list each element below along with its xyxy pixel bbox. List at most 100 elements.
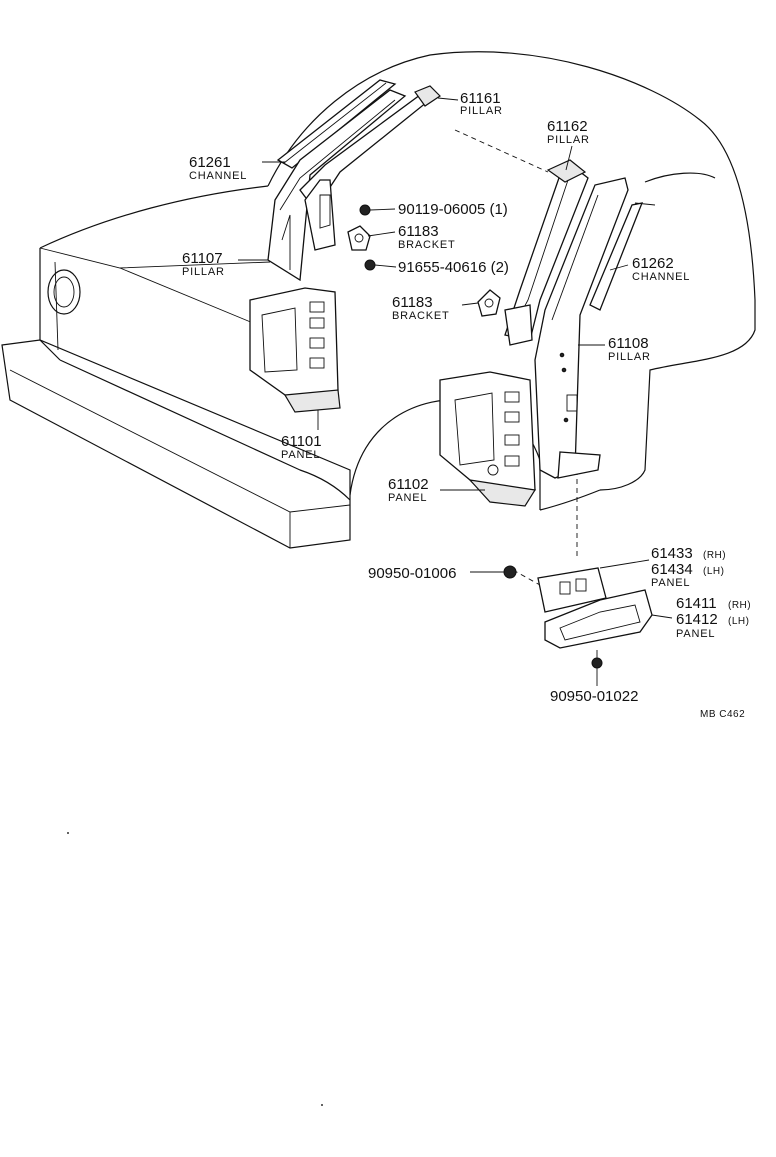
callout-61107-number: 61107 [182, 250, 223, 267]
panel-61102-slot-3 [504, 434, 520, 446]
leader-61411 [651, 614, 673, 619]
nut-90950-01022-icon [591, 657, 603, 669]
headlight-inner [53, 276, 75, 308]
pillar-61161-hole [319, 194, 331, 229]
bracket-hole [354, 233, 364, 243]
callout-90119-number: 90119-06005 (1) [398, 201, 508, 218]
callout-61162-name: PILLAR [547, 134, 590, 146]
pillar-hole-1 [559, 352, 565, 358]
cab-bottom [539, 489, 601, 511]
print-speck [67, 832, 69, 834]
callout-61183b-name: BRACKET [392, 310, 450, 322]
leader-90119 [369, 208, 396, 211]
callout-61101-name: PANEL [281, 449, 320, 461]
callout-61183b-number: 61183 [392, 294, 433, 311]
leader-61183-right [461, 302, 479, 306]
panel-61433-shape [537, 567, 607, 613]
callout-61102-name: PANEL [388, 492, 427, 504]
callout-61261-name: CHANNEL [189, 170, 247, 182]
fender-crease [119, 267, 271, 331]
panel-61101-slot-3 [309, 337, 325, 349]
panel-61411-shape [544, 589, 653, 649]
pillar-hole-2 [561, 367, 567, 373]
panel-61102-hole [487, 464, 499, 476]
callout-61412-number: 61412 [676, 611, 718, 628]
panel-61411-inner [559, 604, 641, 641]
right-pillar-assembly [439, 159, 656, 507]
panel-61101-slot-2 [309, 317, 325, 329]
callout-61262-number: 61262 [632, 255, 674, 272]
fender-line [59, 359, 351, 501]
pillar-61107-line [279, 99, 396, 211]
leader-lines [238, 97, 673, 686]
pillar-61108-foot [557, 451, 601, 479]
bracket-61183-right-icon [477, 289, 501, 317]
callout-61107-name: PILLAR [182, 266, 225, 278]
panel-61102-slot-4 [504, 455, 520, 467]
callout-61183a-name: BRACKET [398, 239, 456, 251]
pillar-61108-shape [534, 177, 629, 479]
rear-window-edge [644, 172, 716, 183]
pillar-61162-top [546, 159, 587, 183]
pillar-61162-foot [504, 304, 533, 346]
panel-61101-slot-4 [309, 357, 325, 369]
callout-61108-number: 61108 [608, 335, 649, 352]
panel-61102-opening [454, 392, 495, 466]
channel-61261-line [283, 82, 387, 164]
panel-61101-base [284, 389, 341, 413]
panel-61101-slot-1 [309, 301, 325, 313]
panel-61433-slot-2 [575, 578, 587, 592]
front-bumper [1, 339, 351, 549]
callout-61261-number: 61261 [189, 154, 231, 171]
print-speck [321, 1104, 323, 1106]
rear-cab-edge [599, 300, 756, 491]
callout-61412-suffix: (LH) [728, 616, 749, 627]
callout-61262-name: CHANNEL [632, 271, 690, 283]
callout-61162-number: 61162 [547, 118, 588, 135]
hood-fold [39, 247, 271, 269]
pillar-hole-3 [563, 417, 569, 423]
pillar-61161-top [414, 85, 441, 107]
reference-line-1 [454, 129, 549, 173]
callout-61412-name: PANEL [676, 628, 715, 640]
nut-90950-01006-icon [503, 565, 517, 579]
callout-61434-number: 61434 [651, 561, 693, 578]
callout-61411-suffix: (RH) [728, 600, 751, 611]
bracket-61183-left-icon [347, 225, 371, 251]
bracket-hole-right [484, 298, 494, 308]
callout-61434-suffix: (LH) [703, 566, 724, 577]
panel-61102-slot-1 [504, 391, 520, 403]
pillar-slot [566, 394, 578, 412]
grille-line [54, 261, 59, 351]
panel-61102-base [468, 479, 536, 507]
roof-outline [267, 51, 756, 301]
bolt-90119-icon [359, 204, 371, 216]
pillar-61107-shape [267, 89, 407, 282]
callout-61411-number: 61411 [676, 595, 717, 612]
leader-91655 [374, 264, 397, 268]
callout-90950-01022-number: 90950-01022 [550, 688, 638, 705]
callout-61161-number: 61161 [460, 90, 501, 107]
callout-61101-number: 61101 [281, 433, 322, 450]
pillar-61107-detail [281, 214, 291, 270]
callout-61434-name: PANEL [651, 577, 690, 589]
lower-panels [503, 565, 653, 669]
callout-labels: 61261 CHANNEL 61161 PILLAR 61162 PILLAR … [182, 90, 751, 720]
callout-91655-number: 91655-40616 (2) [398, 259, 509, 276]
headlight-icon [47, 269, 81, 315]
panel-61101-opening [261, 307, 298, 373]
channel-61262-tip [634, 202, 656, 206]
leader-61433 [599, 559, 650, 569]
reference-line-3 [512, 569, 541, 586]
callout-61433-suffix: (RH) [703, 550, 726, 561]
panel-61433-slot-1 [559, 581, 571, 595]
channel-61262-shape [589, 202, 644, 311]
bolt-91655-icon [364, 259, 376, 271]
pillar-61108-line [551, 194, 599, 321]
leader-61262 [609, 264, 629, 271]
leader-61161 [437, 97, 459, 101]
callout-61433-number: 61433 [651, 545, 693, 562]
callout-61161-name: PILLAR [460, 105, 503, 117]
